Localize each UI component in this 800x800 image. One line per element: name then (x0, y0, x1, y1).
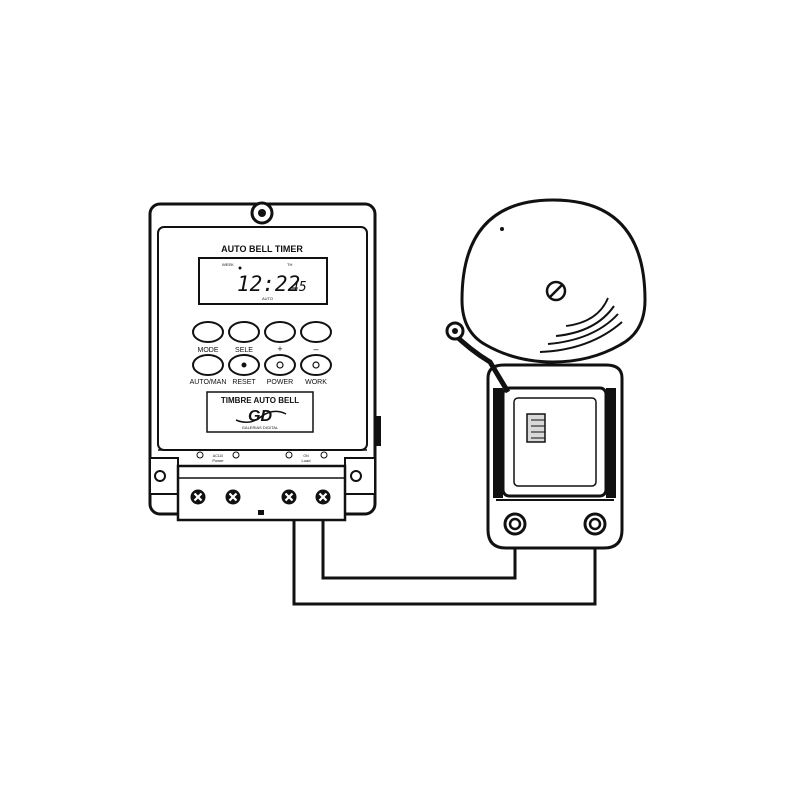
mounting-hole-right (350, 470, 362, 482)
terminal-indicator (258, 510, 264, 515)
lcd-week-dot (238, 266, 242, 270)
timer-device: AUTO BELL TIMER WEEK TH 12:22 45 AUTO MO… (148, 201, 381, 522)
bell-gong-rib (539, 321, 623, 353)
bell-gong-rib (555, 305, 615, 337)
bell-gong-rib (547, 313, 619, 345)
terminal-right-sub: ON (303, 454, 309, 458)
bell-hammer-head-center (452, 328, 458, 334)
mode-button-label: MODE (198, 347, 219, 354)
brand-plate-frame (206, 391, 314, 433)
brand-plate: TIMBRE AUTO BELL GD GALERIAS DIGITAL (206, 391, 314, 433)
timer-side-tab (375, 416, 381, 446)
brand-name: TIMBRE AUTO BELL (221, 396, 299, 405)
bell-terminal-right (583, 512, 607, 536)
terminal-led-3 (285, 451, 293, 459)
sele-button[interactable] (228, 321, 260, 343)
wire-outer (292, 518, 597, 606)
cross-screw-icon (315, 489, 331, 505)
bell-center-bolt-slot (549, 284, 563, 298)
work-led-icon (312, 361, 320, 369)
lcd-week-label: WEEK (222, 262, 234, 267)
terminal-led-4 (320, 451, 328, 459)
bell-base-shade-left (493, 388, 503, 498)
bell-gong (460, 198, 647, 364)
button-row-top: MODE SELE + – (192, 321, 332, 354)
cross-screw-icon (281, 489, 297, 505)
lcd-seconds: 45 (291, 280, 307, 295)
bell-icon (445, 198, 647, 550)
terminal-right-label: Load (302, 458, 311, 463)
terminal-left-label: Power (212, 458, 224, 463)
auto-man-button-label: AUTO/MAN (190, 379, 227, 386)
button-row-bottom: AUTO/MAN RESET POWER WORK (190, 354, 332, 386)
brand-logo-swoosh (235, 410, 287, 423)
minus-button-label: – (313, 344, 318, 354)
plus-button-label: + (277, 344, 282, 354)
power-led-icon (276, 361, 284, 369)
work-button-label: WORK (305, 379, 327, 386)
reset-button-label: RESET (232, 379, 256, 386)
minus-button[interactable] (300, 321, 332, 343)
terminal-led-1 (196, 451, 204, 459)
bell-gong-rib (565, 297, 609, 327)
terminal-left-sub: AC110 (213, 454, 223, 458)
reset-button-dot (241, 362, 247, 368)
lcd-display (198, 257, 328, 305)
lcd-time: 12:22 (237, 272, 300, 296)
lcd-day-label: TH (287, 262, 292, 267)
mounting-hole-top-center (258, 209, 266, 217)
cross-screw-icon (190, 489, 206, 505)
plus-button[interactable] (264, 321, 296, 343)
mounting-hole-left (154, 470, 166, 482)
cross-screw-icon (225, 489, 241, 505)
power-button-label: POWER (267, 379, 293, 386)
brand-tagline: GALERIAS DIGITAL (242, 425, 279, 430)
bell-base-shade-right (606, 388, 616, 498)
wiring (292, 518, 597, 606)
sele-button-label: SELE (235, 347, 253, 354)
timer-title: AUTO BELL TIMER (221, 244, 303, 254)
terminal-screws (190, 489, 331, 505)
lcd-mode-label: AUTO (262, 296, 273, 301)
auto-man-button[interactable] (192, 354, 224, 376)
bell-terminal-left (503, 512, 527, 536)
terminal-led-2 (232, 451, 240, 459)
bell-gong-top-dot (500, 227, 504, 231)
bell-coil-core (526, 413, 546, 443)
mode-button[interactable] (192, 321, 224, 343)
wire-inner (321, 518, 517, 580)
